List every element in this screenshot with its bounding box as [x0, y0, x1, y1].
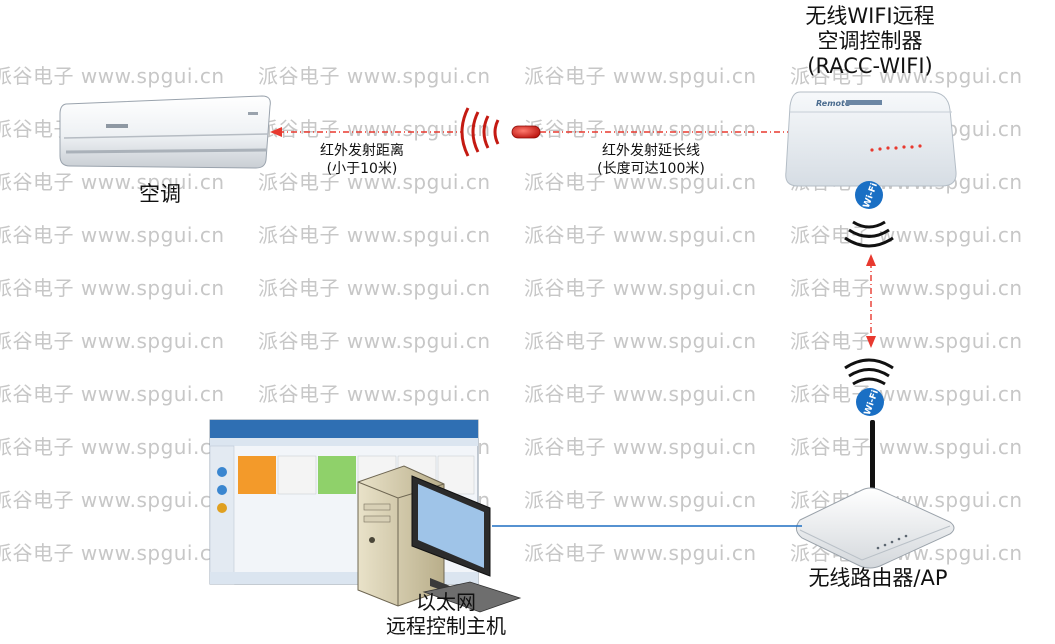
router-leds	[876, 534, 908, 550]
host-label-line1: 以太网	[416, 590, 476, 614]
controller-title: 无线WIFI远程 空调控制器 (RACC-WIFI)	[774, 4, 966, 79]
wifi-icon-router: Wi-Fi	[844, 358, 894, 417]
ir-emitter	[460, 107, 541, 157]
router-label: 无线路由器/AP	[808, 566, 948, 590]
controller-title-line3: (RACC-WIFI)	[807, 54, 933, 78]
host-label-line2: 远程控制主机	[386, 614, 506, 638]
ir-extension-line1: 红外发射延长线	[602, 143, 700, 159]
wifi-link-line	[866, 254, 876, 348]
device-brand-text: Remote	[816, 99, 851, 108]
air-conditioner	[59, 95, 271, 169]
monitor	[411, 475, 522, 613]
controller-device: Remote	[785, 91, 957, 187]
wifi-icon-controller: Wi-Fi	[844, 181, 894, 248]
ir-distance-label: 红外发射距离 (小于10米)	[296, 142, 428, 178]
wireless-router	[796, 420, 955, 569]
antenna-icon	[870, 420, 875, 508]
arrow-down-icon	[866, 336, 876, 348]
arrow-left-icon	[270, 127, 282, 137]
ac-label: 空调	[139, 182, 181, 206]
ir-emitter-head-icon	[511, 125, 541, 139]
indicator-leds	[870, 144, 922, 152]
ir-extension-label: 红外发射延长线 (长度可达100米)	[566, 142, 736, 178]
control-software-window	[209, 419, 479, 585]
arrow-up-icon	[866, 254, 876, 266]
ir-extension-line2: (长度可达100米)	[597, 161, 705, 177]
controller-title-line1: 无线WIFI远程	[805, 4, 935, 28]
ir-distance-line2: (小于10米)	[326, 161, 398, 177]
controller-title-line2: 空调控制器	[817, 29, 923, 53]
ir-distance-line1: 红外发射距离	[320, 143, 404, 159]
ir-signal-line	[270, 127, 800, 137]
ac-logo-icon	[106, 124, 128, 128]
host-label: 以太网 远程控制主机	[348, 590, 544, 638]
